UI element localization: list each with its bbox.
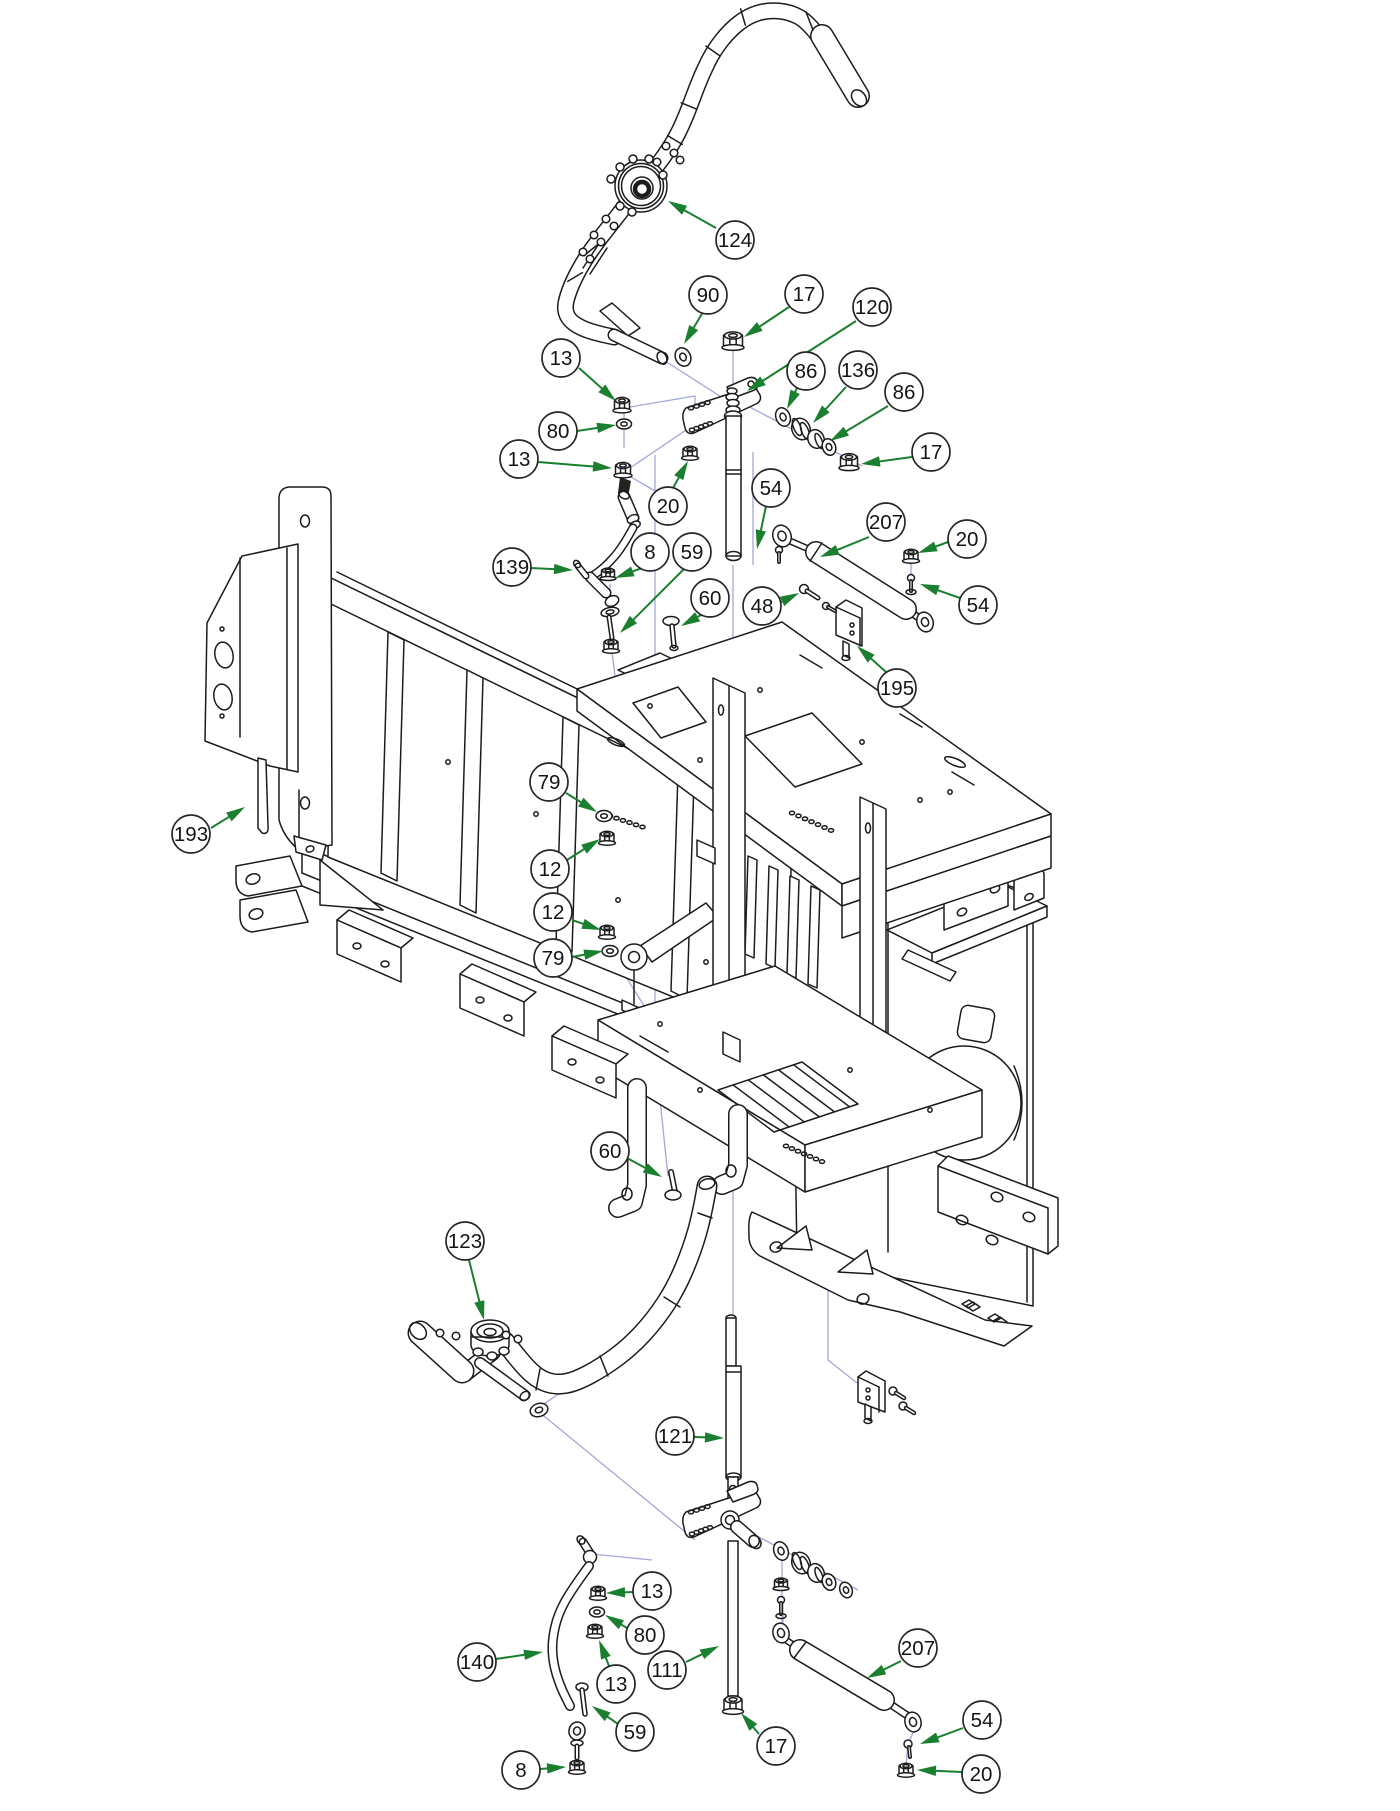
svg-text:13: 13 — [605, 1673, 628, 1696]
svg-text:54: 54 — [967, 594, 990, 617]
svg-text:79: 79 — [542, 947, 565, 970]
svg-text:136: 136 — [841, 359, 875, 382]
svg-text:20: 20 — [956, 528, 979, 551]
svg-text:13: 13 — [508, 448, 531, 471]
svg-text:48: 48 — [751, 595, 774, 618]
svg-text:120: 120 — [855, 296, 889, 319]
svg-text:8: 8 — [515, 1759, 526, 1782]
svg-text:60: 60 — [699, 587, 722, 610]
svg-text:17: 17 — [920, 441, 943, 464]
svg-text:90: 90 — [697, 284, 720, 307]
svg-text:193: 193 — [174, 823, 208, 846]
svg-text:207: 207 — [869, 511, 903, 534]
svg-text:60: 60 — [599, 1140, 622, 1163]
svg-text:12: 12 — [542, 901, 565, 924]
svg-text:139: 139 — [495, 556, 529, 579]
svg-text:54: 54 — [760, 477, 783, 500]
svg-text:86: 86 — [893, 381, 916, 404]
svg-text:121: 121 — [658, 1425, 692, 1448]
svg-text:17: 17 — [793, 283, 816, 306]
svg-text:80: 80 — [634, 1624, 657, 1647]
svg-text:59: 59 — [681, 541, 704, 564]
svg-text:17: 17 — [765, 1735, 788, 1758]
svg-text:13: 13 — [641, 1580, 664, 1603]
svg-text:54: 54 — [971, 1709, 994, 1732]
svg-text:207: 207 — [901, 1637, 935, 1660]
svg-text:195: 195 — [880, 677, 914, 700]
svg-text:123: 123 — [448, 1230, 482, 1253]
svg-text:20: 20 — [657, 495, 680, 518]
svg-text:12: 12 — [539, 858, 562, 881]
svg-text:111: 111 — [651, 1659, 682, 1682]
svg-text:124: 124 — [718, 229, 752, 252]
svg-text:86: 86 — [795, 360, 818, 383]
svg-text:79: 79 — [538, 771, 561, 794]
svg-text:13: 13 — [550, 347, 573, 370]
svg-text:8: 8 — [644, 541, 655, 564]
svg-text:140: 140 — [460, 1651, 494, 1674]
svg-text:80: 80 — [547, 420, 570, 443]
svg-text:20: 20 — [970, 1763, 993, 1786]
svg-text:59: 59 — [624, 1721, 647, 1744]
